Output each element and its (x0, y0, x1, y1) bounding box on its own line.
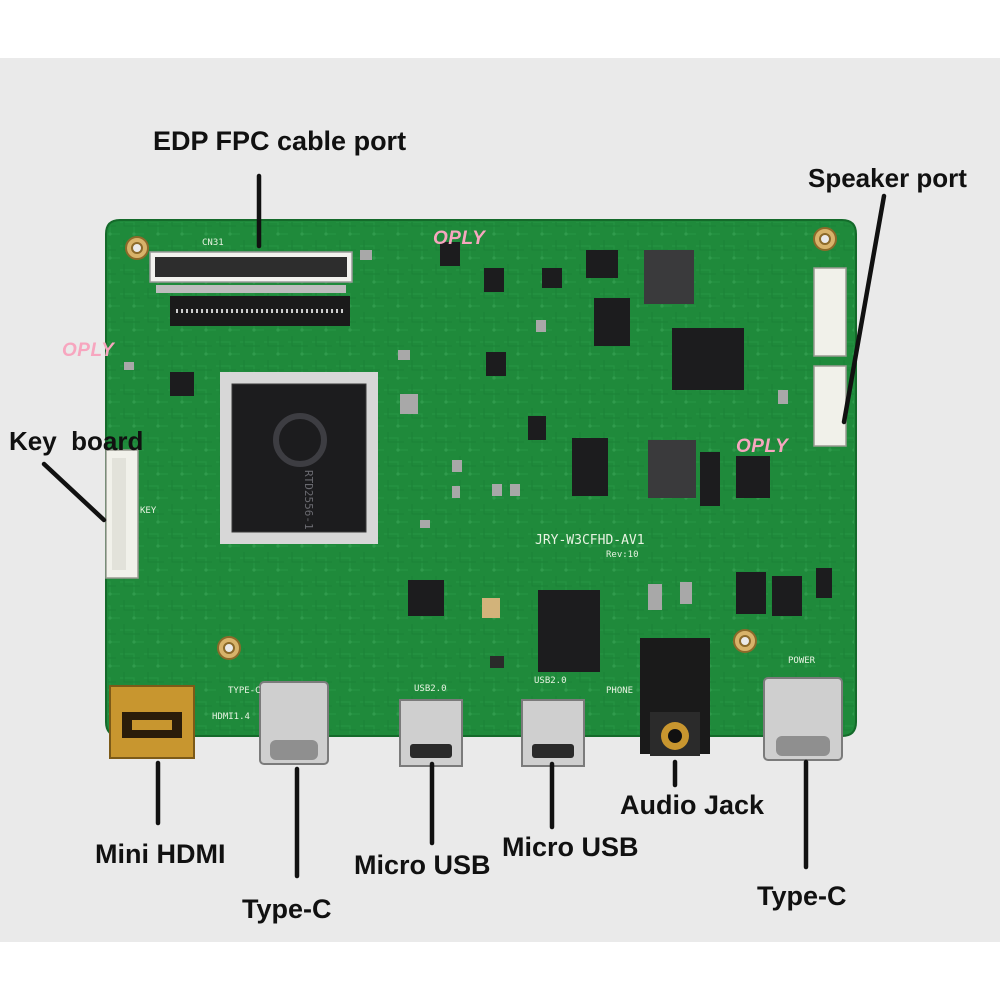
silk-typec-label: TYPE-C (228, 686, 261, 696)
silk-power-label: POWER (788, 656, 816, 666)
pcb-traces (108, 222, 854, 734)
keyboard-connector (105, 449, 139, 579)
passive-components (124, 250, 788, 668)
silk-phone-label: PHONE (606, 686, 634, 696)
board-model-label: JRY-W3CFHD-AV1 (535, 533, 645, 548)
silk-usb20-label: USB2.0 (414, 684, 447, 694)
audio-jack-connector (640, 638, 710, 756)
main-chip: RTD2556-1 (220, 372, 378, 544)
micro-usb-2-connector (521, 699, 585, 767)
typec-left-connector (259, 681, 329, 765)
callout-typec-left: Type-C (242, 894, 332, 924)
board-rev-label: Rev:10 (606, 550, 639, 560)
svg-text:RTD2556-1: RTD2556-1 (302, 470, 315, 530)
watermark-left: OPLY (62, 340, 115, 361)
micro-usb-1-connector (399, 699, 463, 767)
silk-usb20b-label: USB2.0 (534, 676, 567, 686)
edp-fpc-connector (149, 251, 353, 326)
typec-right-connector (763, 677, 843, 761)
callout-micro-usb-1: Micro USB (354, 850, 491, 880)
callout-edp-fpc-port: EDP FPC cable port (153, 126, 407, 156)
callout-speaker-port: Speaker port (808, 163, 967, 193)
watermark-right: OPLY (736, 436, 789, 457)
callout-keyboard: Key board (9, 426, 144, 456)
small-chips (170, 242, 832, 672)
callout-micro-usb-2: Micro USB (502, 832, 639, 862)
silk-hdmi-label: HDMI1.4 (212, 712, 250, 722)
callout-typec-right: Type-C (757, 881, 847, 911)
speaker-connectors (813, 267, 847, 447)
callout-leaders (41, 173, 887, 879)
watermark-top: OPLY (433, 228, 486, 249)
callout-audio-jack: Audio Jack (620, 790, 765, 820)
callout-mini-hdmi: Mini HDMI (95, 839, 226, 869)
mounting-holes (125, 227, 837, 660)
silk-key-label: KEY (140, 506, 157, 516)
silk-cn31-label: CN31 (202, 238, 224, 248)
mini-hdmi-connector (109, 685, 195, 759)
